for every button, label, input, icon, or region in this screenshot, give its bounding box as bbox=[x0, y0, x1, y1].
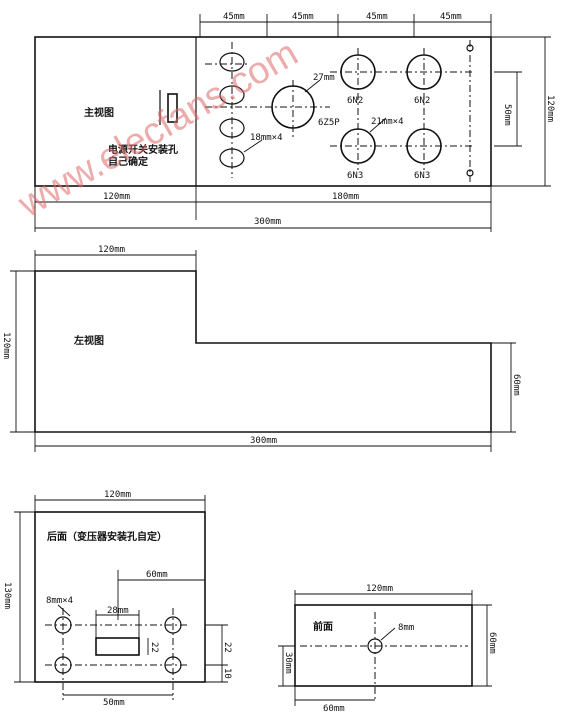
hole-18-2 bbox=[219, 85, 245, 105]
label-18mm-x4: 18mm×4 bbox=[250, 133, 283, 143]
hole-6n2-b bbox=[406, 54, 442, 90]
dim-left-120mm: 120mm bbox=[98, 245, 125, 255]
hole-6z5p bbox=[271, 85, 315, 129]
hole-18-1 bbox=[219, 52, 245, 72]
dim-180mm-bottom: 180mm bbox=[332, 192, 359, 202]
left-view-outline bbox=[34, 270, 492, 433]
front-view-title: 前面 bbox=[313, 620, 333, 633]
dim-back-10: 10 bbox=[222, 668, 232, 679]
dim-front-8mm: 8mm bbox=[398, 623, 414, 633]
dim-left-60mm: 60mm bbox=[511, 374, 521, 396]
dim-120mm-height: 120mm bbox=[545, 95, 555, 122]
dim-back-22a: 22 bbox=[149, 642, 159, 653]
main-view-outline bbox=[34, 36, 492, 187]
dim-45-3: 45mm bbox=[366, 12, 388, 22]
label-27mm: 27mm bbox=[313, 73, 335, 83]
leader-18 bbox=[243, 139, 263, 153]
back-view-title: 后面（变压器安装孔自定） bbox=[47, 530, 167, 543]
leader-front-8mm bbox=[380, 627, 396, 641]
dim-back-130mm: 130mm bbox=[2, 582, 12, 609]
front-view-outline bbox=[294, 604, 473, 687]
dim-back-50mm: 50mm bbox=[103, 698, 125, 708]
dim-front-120mm: 120mm bbox=[366, 584, 393, 594]
hole-18-4 bbox=[219, 148, 245, 168]
label-21mm-x4: 21mm×4 bbox=[371, 117, 404, 127]
label-6n3-a: 6N3 bbox=[347, 171, 363, 181]
dim-back-8mm-x4: 8mm×4 bbox=[46, 596, 73, 606]
power-switch-slot bbox=[167, 93, 178, 123]
dim-45-2: 45mm bbox=[292, 12, 314, 22]
back-slot bbox=[95, 637, 140, 656]
dim-back-60mm: 60mm bbox=[146, 570, 168, 580]
hole-6n3-b bbox=[406, 128, 442, 164]
hole-6n2-a bbox=[340, 54, 376, 90]
watermark: www.elecfans.com bbox=[11, 32, 305, 226]
hole-18-3 bbox=[219, 118, 245, 138]
left-view: 120mm 120mm 60mm 300mm 左视图 bbox=[1, 245, 521, 452]
dim-back-120mm: 120mm bbox=[104, 490, 131, 500]
label-6n2-a: 6N2 bbox=[347, 96, 363, 106]
leader-21 bbox=[369, 117, 387, 133]
dim-back-28mm: 28mm bbox=[107, 606, 129, 616]
leader-back-8mm bbox=[57, 604, 71, 617]
dim-left-height: 120mm bbox=[1, 332, 11, 359]
back-view-outline bbox=[34, 511, 206, 683]
dim-front-30mm: 30mm bbox=[283, 652, 293, 674]
dim-back-22b: 22 bbox=[222, 642, 232, 653]
left-view-title: 左视图 bbox=[73, 334, 104, 347]
dim-300mm-total: 300mm bbox=[254, 217, 281, 227]
leader-27 bbox=[304, 79, 321, 93]
mount-hole-top bbox=[466, 44, 474, 52]
dim-left-300mm: 300mm bbox=[250, 436, 277, 446]
label-6z5p: 6Z5P bbox=[318, 118, 340, 128]
label-6n2-b: 6N2 bbox=[414, 96, 430, 106]
dim-45-1: 45mm bbox=[223, 12, 245, 22]
main-view-title: 主视图 bbox=[84, 106, 114, 119]
hole-6n3-a bbox=[340, 128, 376, 164]
dim-50mm: 50mm bbox=[502, 104, 512, 126]
dim-45-4: 45mm bbox=[440, 12, 462, 22]
main-view: 主视图 电源开关安装孔 自己确定 27mm 6Z5P 6N2 6N2 6N3 6… bbox=[34, 12, 555, 232]
dim-front-60mm-right: 60mm bbox=[487, 632, 497, 654]
front-view: 120mm 前面 8mm 60mm 30mm 60mm bbox=[278, 584, 497, 714]
dim-120mm-bottom: 120mm bbox=[103, 192, 130, 202]
power-switch-note-1: 电源开关安装孔 bbox=[108, 143, 178, 156]
label-6n3-b: 6N3 bbox=[414, 171, 430, 181]
mount-hole-bottom bbox=[466, 169, 474, 177]
power-switch-note-2: 自己确定 bbox=[108, 155, 148, 168]
back-view: 120mm 130mm 后面（变压器安装孔自定） 60mm 8mm×4 28mm… bbox=[2, 490, 232, 708]
dim-front-60mm-bottom: 60mm bbox=[323, 704, 345, 714]
